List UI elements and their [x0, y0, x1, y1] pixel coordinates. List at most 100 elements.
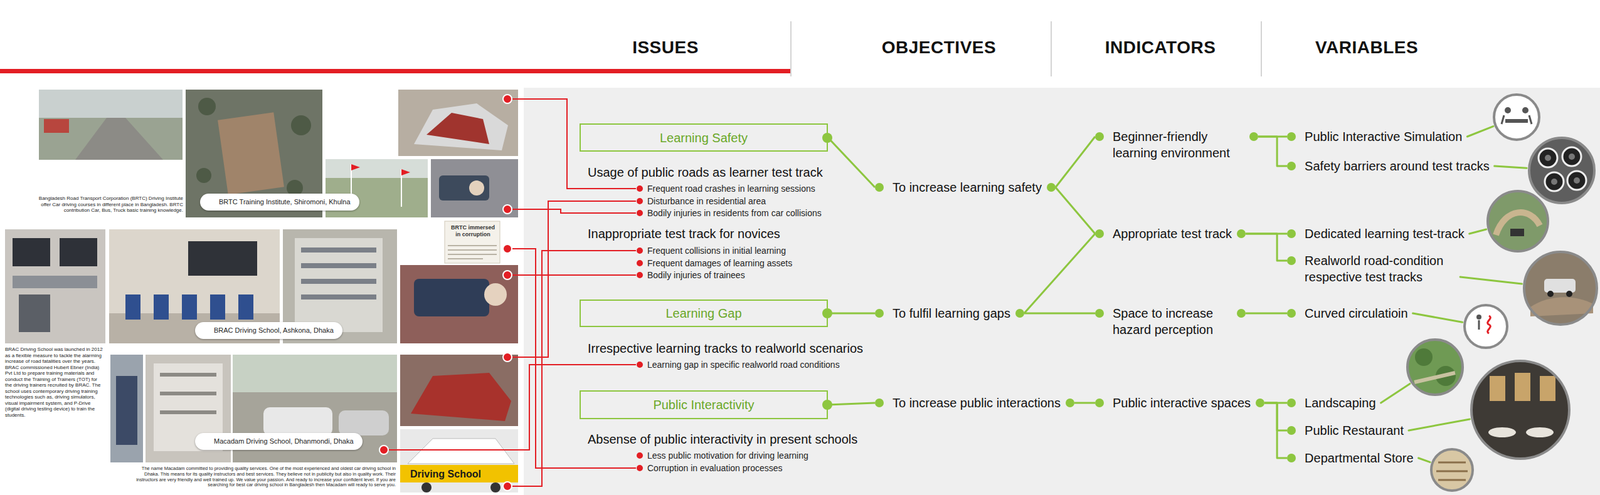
issue-point: Learning gap in specific realworld road … [647, 359, 840, 371]
issue-point: Bodily injuries of trainees [647, 269, 746, 281]
column-heading: ISSUES [632, 37, 699, 59]
issue-heading: Absense of public interactivity in prese… [587, 431, 858, 448]
connector-dot [822, 132, 833, 144]
picture-leader [1408, 419, 1470, 431]
issue-heading: Irrespective learning tracks to realworl… [587, 340, 864, 357]
node-text: BRAC Driving School, Ashkona, Dhaka [213, 326, 334, 336]
photo-description: Bangladesh Road Transport Corporation (B… [37, 195, 184, 214]
newspaper-headline: BRTC immersed in corruption [447, 223, 499, 239]
connector-dot [874, 398, 884, 408]
indicator-item: Public interactive spaces [1095, 395, 1265, 412]
connector-line [827, 312, 875, 315]
indicator-item: Beginner-friendly learning environment [1095, 128, 1259, 162]
connector-line [827, 137, 875, 189]
issue-point: Frequent road crashes in learning sessio… [647, 183, 816, 195]
photo-collage [5, 89, 519, 493]
node-text: BRTC Training Institute, Shiromoni, Khul… [218, 197, 351, 207]
issue-point: Frequent collisions in initial learning [647, 245, 786, 257]
connector-dot [1046, 183, 1056, 192]
variable-item: Departmental Store [1287, 450, 1414, 467]
variable-item: Landscaping [1287, 395, 1376, 412]
connector-line [1055, 187, 1096, 234]
connector-line [1074, 402, 1096, 405]
variable-item: Safety barriers around test tracks [1287, 158, 1490, 175]
connector-dot [874, 309, 884, 318]
connector-dot [822, 308, 833, 319]
variable-item: Dedicated learning test-track [1287, 225, 1465, 243]
node-text: Beginner-friendly learning environment [1112, 128, 1245, 162]
indicator-item: Space to increase hazard perception [1095, 305, 1246, 339]
photo-marker [379, 94, 512, 492]
node-text: Safety barriers around test tracks [1304, 158, 1490, 175]
node-text: Macadam Driving School, Dhanmondi, Dhaka [213, 437, 354, 447]
issue-box: Learning Gap [579, 299, 828, 328]
connector-dot [1249, 132, 1259, 142]
variable-picture [1407, 94, 1597, 492]
connector-dot [1287, 161, 1296, 171]
variable-item: Realworld road-condition respective test… [1287, 252, 1456, 286]
node-text: Realworld road-condition respective test… [1304, 252, 1456, 286]
node-text: Public Restaurant [1304, 422, 1404, 440]
node-text: Landscaping [1304, 395, 1376, 412]
connector-dot [1095, 309, 1104, 318]
issue-box: Public Interactivity [579, 390, 828, 420]
issue-point: Corruption in evaluation processes [647, 462, 783, 475]
location-caption: Macadam Driving School, Dhanmondi, Dhaka [195, 433, 363, 451]
picture-leader [1413, 313, 1463, 323]
objective-item: To fulfil learning gaps [874, 305, 1025, 322]
picture-leader [1381, 383, 1410, 404]
connector-dot [874, 183, 884, 192]
node-text: To increase public interactions [892, 395, 1061, 412]
connector-line [1245, 312, 1288, 315]
issue-point: Bodily injuries in residents from car co… [647, 207, 822, 219]
issue-point: Disturbance in residential area [647, 195, 766, 207]
photo-leader [507, 274, 636, 276]
photo-description: The name Macadam committed to providing … [127, 466, 396, 489]
connector-dot [1015, 309, 1025, 318]
variable-item: Curved circulatioin [1287, 305, 1409, 322]
connector-line [1024, 233, 1096, 314]
connector-dot [1287, 426, 1296, 436]
node-text: Appropriate test track [1112, 225, 1232, 243]
connector-dot [1287, 398, 1296, 408]
connector-line [1245, 233, 1288, 261]
node-text: To increase learning safety [892, 179, 1042, 196]
connector-dot [1236, 309, 1246, 318]
connector-line [1258, 136, 1288, 167]
column-heading: OBJECTIVES [881, 37, 997, 59]
location-caption: BRTC Training Institute, Shiromoni, Khul… [200, 193, 360, 211]
connector-dot [1287, 309, 1296, 318]
variable-item: Public Interactive Simulation [1287, 128, 1463, 145]
connector-dot [1287, 256, 1296, 266]
connector-dot [1287, 454, 1296, 463]
connector-dot [1095, 132, 1104, 142]
indicator-item: Appropriate test track [1095, 225, 1246, 243]
issue-heading: Inappropriate test track for novices [587, 225, 781, 243]
issue-box: Learning Safety [579, 123, 828, 152]
connector-line [1024, 312, 1096, 315]
picture-leader [1418, 458, 1431, 463]
connector-line [827, 403, 875, 406]
connector-dot [1095, 229, 1104, 239]
connector-dot [822, 400, 833, 411]
photo-leader [507, 250, 636, 487]
connector-dot [1095, 398, 1104, 408]
picture-leader [1469, 229, 1487, 234]
node-text: Public Interactive Simulation [1304, 128, 1463, 145]
node-text: Curved circulatioin [1304, 305, 1409, 322]
picture-leader [1460, 277, 1522, 285]
location-caption: BRAC Driving School, Ashkona, Dhaka [195, 322, 343, 340]
photo-leader [507, 209, 636, 214]
picture-leader [1494, 166, 1527, 169]
node-text: Departmental Store [1304, 450, 1414, 467]
connector-line [1264, 403, 1288, 431]
connector-line [1055, 136, 1096, 188]
objective-item: To increase public interactions [874, 395, 1075, 412]
issue-heading: Usage of public roads as learner test tr… [587, 164, 823, 181]
connector-dot [1255, 398, 1265, 408]
photo-leader [507, 201, 636, 358]
connector-line [1264, 403, 1288, 459]
node-text: To fulfil learning gaps [892, 305, 1011, 322]
node-text: Learning Safety [659, 129, 748, 147]
